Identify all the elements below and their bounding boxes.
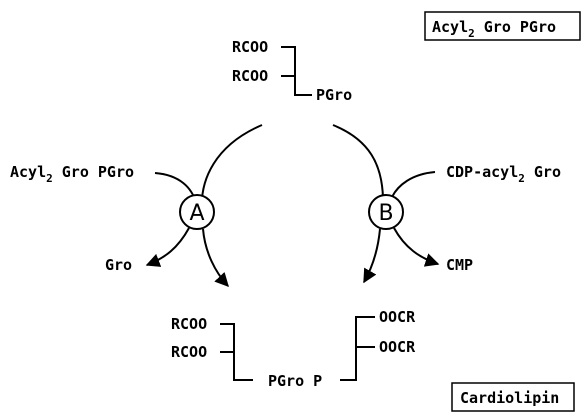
pathway-b-substrate-arc [391,171,436,198]
product-compound-name: Cardiolipin [460,389,559,407]
product-right-chain-2-label: OOCR [379,338,416,356]
pathway-b-byproduct-label: CMP [446,256,473,274]
pathway-b-product-arrow [363,228,381,284]
pathway-a-incoming-arc [200,124,263,211]
product-compound-box [451,382,575,412]
product-right-bracket [340,316,375,381]
product-right-chain-1-label: OOCR [379,308,416,326]
pathway-b-byproduct-arrow [393,227,440,267]
pathway-b-substrate-label: CDP-acyl2 Gro [446,163,561,185]
top-chain-2-label: RCOO [232,67,268,85]
top-compound-box [424,11,581,41]
pathway-a-product-arrow [202,228,229,288]
top-chain-1-label: RCOO [232,38,268,56]
pathway-a-byproduct-arrow [145,227,190,267]
enzyme-a-circle [179,194,215,230]
pathway-a-substrate-label: Acyl2 Gro PGro [10,163,134,185]
enzyme-b-circle [368,194,404,230]
top-compound-name: Acyl2 Gro PGro [432,18,556,40]
pathway-b-incoming-arc [332,124,384,199]
product-left-chain-2-label: RCOO [171,343,207,361]
product-left-chain-1-label: RCOO [171,315,207,333]
enzyme-b-label: B [378,201,393,226]
pathway-a-byproduct-label: Gro [105,256,132,274]
product-backbone-label: PGro P [268,372,322,390]
top-backbone-bracket [281,46,312,96]
enzyme-a-label: A [189,201,204,226]
top-head-label: PGro [316,86,352,104]
